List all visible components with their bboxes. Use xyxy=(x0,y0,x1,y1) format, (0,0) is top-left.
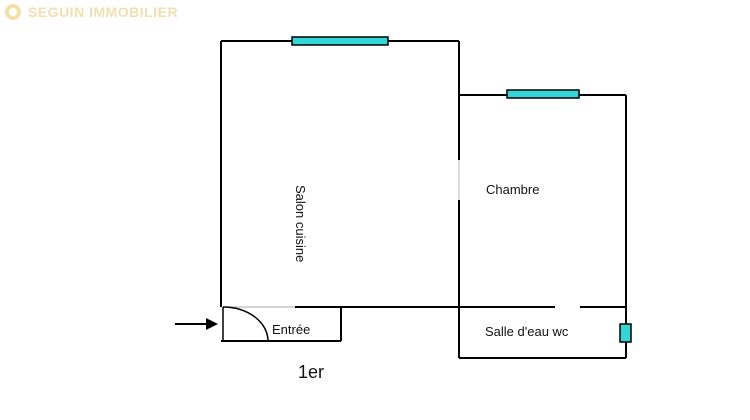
arrow-right-icon xyxy=(175,318,218,330)
salon-walls xyxy=(220,40,460,307)
entry-door-icon xyxy=(222,306,269,342)
room-label-salon: Salon cuisine xyxy=(293,185,308,262)
watermark-logo: SEGUIN IMMOBILIER xyxy=(4,2,178,22)
entree-walls xyxy=(221,307,342,342)
floor-label: 1er xyxy=(298,362,324,382)
room-label-entree: Entrée xyxy=(272,322,310,337)
window-chambre-icon xyxy=(506,89,580,99)
window-salon-icon xyxy=(291,36,389,46)
room-label-chambre: Chambre xyxy=(486,182,539,197)
watermark-text: SEGUIN IMMOBILIER xyxy=(28,4,179,20)
sde-walls xyxy=(458,307,626,359)
logo-icon xyxy=(5,4,21,20)
window-sde-icon xyxy=(619,323,632,343)
room-label-sde: Salle d'eau wc xyxy=(485,324,569,339)
chambre-walls xyxy=(459,94,627,358)
